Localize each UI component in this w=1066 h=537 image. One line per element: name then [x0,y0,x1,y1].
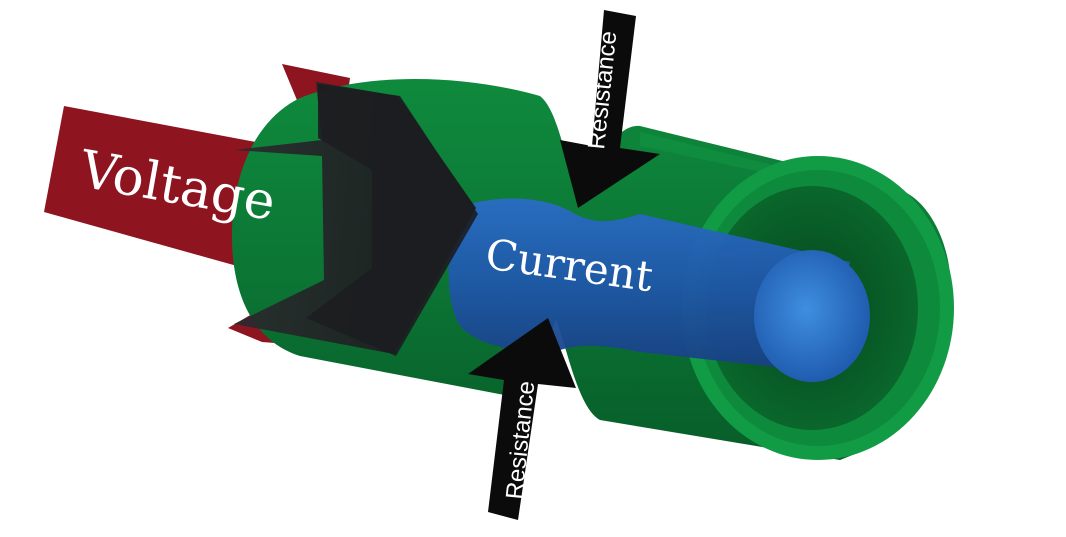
current-cylinder-end [754,250,870,382]
arrow-down-icon [560,10,660,208]
arrow-up-icon [468,318,576,520]
voltage-arrow-icon [234,82,478,356]
voltage-arrow-head [306,84,478,356]
